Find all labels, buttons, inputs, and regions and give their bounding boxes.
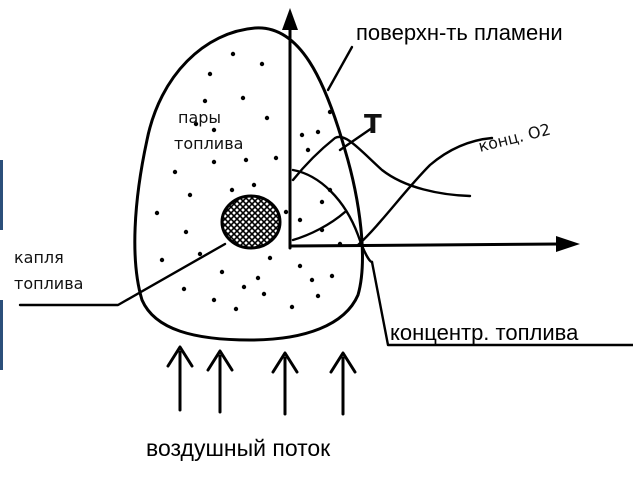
vapor-dot bbox=[172, 169, 178, 175]
vapor-dot bbox=[159, 257, 165, 263]
vapor-dot bbox=[241, 284, 247, 290]
vapor-dot bbox=[187, 192, 193, 198]
vapor-dot bbox=[211, 159, 217, 165]
flame-envelope bbox=[133, 26, 364, 342]
vapor-dot bbox=[207, 71, 213, 77]
label-fuel-vapor-2: топлива bbox=[174, 134, 243, 153]
vapor-dot bbox=[181, 286, 187, 292]
vapor-dot bbox=[230, 51, 236, 57]
vapor-dot bbox=[273, 155, 279, 161]
up-arrow-icon bbox=[329, 351, 357, 416]
vapor-dot bbox=[319, 199, 325, 205]
vapor-dot bbox=[297, 217, 303, 223]
vapor-dot bbox=[211, 297, 217, 303]
label-fuel-concentration: концентр. топлива bbox=[390, 320, 579, 345]
temperature-curve bbox=[291, 135, 472, 198]
vertical-axis-arrowhead bbox=[282, 8, 298, 30]
vapor-dot bbox=[264, 115, 270, 121]
label-fuel-vapor-1: пары bbox=[178, 108, 221, 127]
up-arrow-icon bbox=[271, 351, 299, 416]
label-airflow: воздушный поток bbox=[146, 435, 331, 461]
vapor-dot bbox=[243, 157, 249, 163]
fuel-droplet-icon bbox=[220, 194, 282, 250]
vapor-dot bbox=[219, 269, 225, 275]
fuel-vapor-dots bbox=[154, 51, 343, 312]
horizontal-axis bbox=[288, 242, 562, 248]
vapor-dot bbox=[315, 129, 321, 135]
up-arrow-icon bbox=[166, 345, 194, 412]
inner-arc bbox=[291, 210, 347, 242]
edge-mark-bottom bbox=[0, 300, 3, 370]
vapor-dot bbox=[327, 109, 333, 115]
vapor-dot bbox=[183, 229, 189, 235]
vapor-dot bbox=[154, 210, 160, 216]
up-arrow-icon bbox=[206, 349, 234, 414]
vapor-dot bbox=[240, 95, 246, 101]
vapor-dot bbox=[299, 132, 305, 138]
vapor-dot bbox=[289, 304, 295, 310]
leader-fuel-concentration bbox=[370, 260, 633, 347]
horizontal-axis-arrowhead bbox=[556, 236, 580, 252]
leader-flame-surface bbox=[326, 45, 354, 92]
leader-droplet bbox=[18, 242, 227, 307]
vapor-dot bbox=[197, 251, 203, 257]
vapor-dot bbox=[259, 61, 265, 67]
vapor-dot bbox=[193, 121, 199, 127]
vapor-dot bbox=[202, 98, 208, 104]
label-flame-surface: поверхн-ть пламени bbox=[356, 20, 563, 45]
vapor-dot bbox=[283, 209, 289, 215]
vapor-dot bbox=[267, 255, 273, 261]
label-droplet-1: капля bbox=[14, 248, 64, 267]
vapor-dot bbox=[251, 182, 257, 188]
label-o2-concentration: конц. O2 bbox=[476, 120, 552, 156]
vapor-dot bbox=[233, 306, 239, 312]
vapor-dot bbox=[255, 275, 261, 281]
leader-temperature bbox=[338, 126, 374, 152]
vapor-dot bbox=[297, 263, 303, 269]
label-droplet-2: топлива bbox=[14, 274, 83, 293]
vapor-dot bbox=[329, 273, 335, 279]
o2-concentration-curve bbox=[356, 136, 494, 247]
fuel-concentration-curve bbox=[291, 168, 374, 264]
airflow-arrows bbox=[166, 345, 357, 416]
label-temperature: T bbox=[364, 110, 382, 140]
edge-mark-top bbox=[0, 160, 3, 230]
vapor-dot bbox=[229, 187, 235, 193]
vapor-dot bbox=[315, 293, 321, 299]
vapor-dot bbox=[305, 147, 311, 153]
vapor-dot bbox=[309, 277, 315, 283]
vapor-dot bbox=[261, 291, 267, 297]
vapor-dot bbox=[211, 127, 217, 133]
